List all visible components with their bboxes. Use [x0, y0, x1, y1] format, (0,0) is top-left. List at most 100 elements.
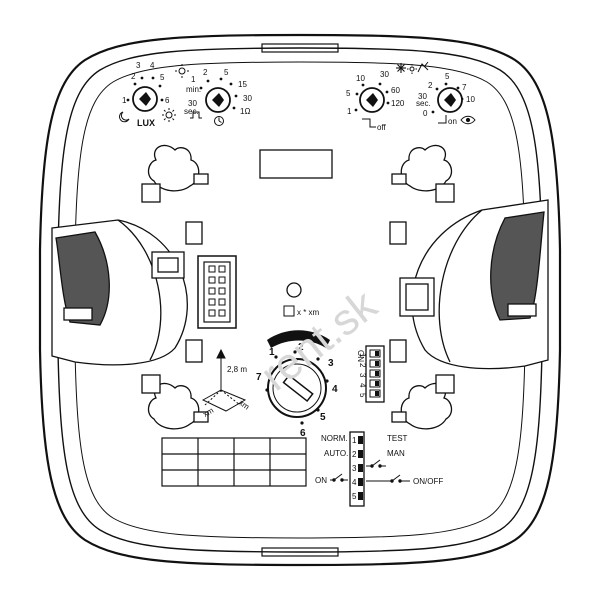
- keyhole-rest-bl: [193, 411, 209, 423]
- housing-inner: [57, 47, 543, 553]
- keyhole-tab-br: [435, 374, 455, 394]
- sun-small-icon: [175, 64, 189, 78]
- walking-person-icon: [417, 61, 429, 73]
- on-step-icon: [438, 115, 447, 124]
- lux-tick-5: 5: [160, 73, 165, 82]
- dip-legend-num-5: 5: [352, 492, 357, 501]
- slot-right-lower: [389, 339, 407, 363]
- connector-pin: [208, 298, 216, 306]
- side-latches: [51, 199, 549, 370]
- time-unit-sec: sec.: [184, 107, 199, 116]
- range-tick-5: 5: [320, 412, 326, 423]
- on-knob-pointer: [444, 93, 456, 107]
- range-tick-3: 3: [328, 358, 334, 369]
- dip-legend-num-2: 2: [352, 450, 357, 459]
- time-tick-1h: 1Ω: [240, 107, 250, 116]
- lux-knob-pointer: [139, 92, 151, 106]
- lux-tick-6: 6: [165, 96, 170, 105]
- time-tick-2: 2: [203, 68, 208, 77]
- sun-icon: [162, 108, 176, 122]
- range-dial: x * xm 1 2 3 4 5 6 7 2,8 m xm xm: [201, 305, 338, 439]
- dip-legend-lever[interactable]: [358, 450, 363, 458]
- on-tick-7: 7: [462, 83, 467, 92]
- delay-tick-10: 10: [356, 74, 365, 83]
- dip-small-lever-knob: [375, 351, 379, 356]
- off-step-icon: [362, 118, 376, 128]
- dip-legend-num-3: 3: [352, 464, 357, 473]
- lux-tick-1: 1: [122, 96, 127, 105]
- pulse-icon: [190, 111, 202, 119]
- dip-legend-num-1: 1: [352, 436, 357, 445]
- dip-legend-lever[interactable]: [358, 492, 363, 500]
- lux-tick-3: 3: [136, 61, 141, 70]
- connector-pin: [218, 309, 226, 317]
- keyhole-top-left: [147, 144, 200, 192]
- time-tick-5: 5: [224, 68, 229, 77]
- dip-legend-lever[interactable]: [358, 478, 363, 486]
- time-dots: [199, 77, 238, 110]
- mounting-keyholes: [141, 144, 455, 430]
- led-hole: [286, 282, 302, 298]
- on-tick-10: 10: [466, 95, 475, 104]
- range-checkbox[interactable]: [283, 305, 295, 317]
- dip-legend-num-4: 4: [352, 478, 357, 487]
- dip-legend-lever[interactable]: [358, 436, 363, 444]
- connector-pin: [208, 309, 216, 317]
- range-arc-indicator: [267, 330, 330, 348]
- range-tick-1: 1: [269, 347, 275, 358]
- left-latch-shade: [55, 231, 110, 326]
- dip-legend-lever[interactable]: [358, 464, 363, 472]
- range-height: 2,8 m: [227, 365, 247, 374]
- on-unit-sec: sec.: [416, 99, 431, 108]
- delay-dots: [354, 82, 390, 112]
- snowflake-icon: [396, 63, 406, 73]
- right-latch-tab: [507, 303, 537, 317]
- axis-label-b: xm: [237, 398, 251, 412]
- lux-dots: [126, 76, 164, 102]
- right-latch-shade: [490, 211, 545, 321]
- delay-tick-30: 30: [380, 70, 389, 79]
- delay-tick-5: 5: [346, 89, 351, 98]
- eye-icon: [460, 115, 476, 125]
- dial-time: 1 2 5 15 30 1Ω min. 30 sec.: [175, 64, 252, 126]
- on-caption: on: [448, 117, 457, 126]
- dip-legend: 1 2 3 4 5 NORM. AUTO. ON TEST MAN ON/OFF: [315, 431, 443, 507]
- switch-symbols: [330, 459, 410, 483]
- range-label: x * xm: [297, 308, 320, 317]
- dip-small-num-2: 2: [358, 363, 367, 368]
- sun-tiny-icon: [407, 64, 417, 74]
- left-latch-arc: [117, 219, 162, 361]
- slot-right-upper: [389, 221, 407, 245]
- left-latch-slot-inner: [157, 257, 179, 273]
- keyhole-tab-tl: [141, 183, 161, 203]
- dip-small-lever-knob: [375, 361, 379, 366]
- right-latch-arc: [438, 209, 483, 363]
- range-tick-6: 6: [300, 428, 306, 439]
- keyhole-bottom-left: [147, 382, 200, 430]
- dial-lux: 2 3 4 5 6 1 LUX: [119, 61, 176, 128]
- range-tick-2: 2: [298, 342, 304, 353]
- housing-outer: [38, 33, 562, 567]
- delay-caption: off: [377, 123, 387, 132]
- connector-pin: [218, 287, 226, 295]
- on-tick-5: 5: [445, 72, 450, 81]
- dip-small-lever-knob: [375, 391, 379, 396]
- time-unit-min: min.: [186, 85, 201, 94]
- right-latch-slot-inner: [405, 283, 429, 311]
- connector-inner: [203, 261, 231, 323]
- time-sec-value: 30: [188, 99, 197, 108]
- connector-pin: [208, 265, 216, 273]
- time-tick-1: 1: [191, 75, 196, 84]
- dial-delay: 10 30 5 60 1 120 off: [346, 70, 405, 132]
- bottom-notch: [261, 547, 339, 557]
- legend-auto: AUTO.: [324, 449, 348, 458]
- on-tick-0: 0: [423, 109, 428, 118]
- keyhole-rest-tl: [193, 173, 209, 185]
- legend-test: TEST: [387, 434, 408, 443]
- connector-pin: [218, 276, 226, 284]
- dip-small-lever-knob: [375, 371, 379, 376]
- connector-block: [197, 255, 237, 329]
- housing-rim: [74, 61, 526, 539]
- top-window: [259, 149, 333, 179]
